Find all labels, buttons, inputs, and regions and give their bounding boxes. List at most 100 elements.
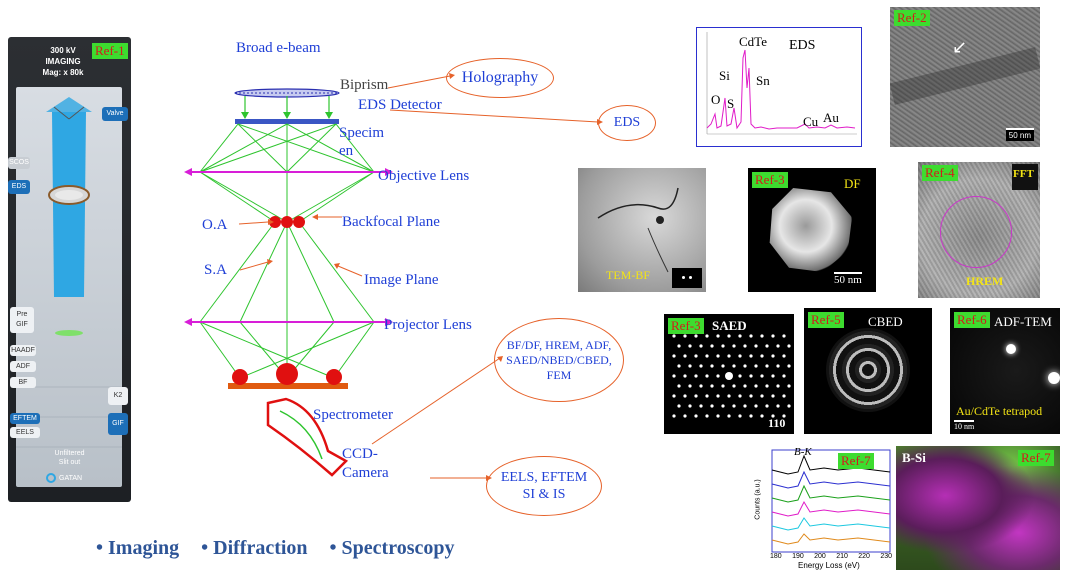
tick-label: 190 bbox=[792, 553, 804, 560]
saed-pattern bbox=[672, 334, 791, 418]
diffraction-spot bbox=[787, 364, 791, 368]
gatan-logo-icon bbox=[46, 473, 56, 483]
peak-label: Cu bbox=[803, 114, 819, 129]
adf-bright-spot bbox=[1048, 372, 1060, 384]
diffraction-spot bbox=[683, 374, 687, 378]
diffraction-spot bbox=[787, 404, 791, 408]
diffraction-spot bbox=[694, 414, 698, 418]
spectrometer-shape bbox=[266, 397, 349, 477]
diffraction-spot bbox=[716, 374, 720, 378]
valve-button[interactable]: Valve bbox=[102, 107, 128, 121]
column-body bbox=[16, 87, 122, 487]
tick-label: 230 bbox=[880, 553, 892, 560]
adf-label: ADF-TEM bbox=[994, 314, 1052, 329]
diffraction-spot bbox=[787, 384, 791, 388]
tem-bf-features bbox=[597, 187, 679, 273]
haadf-button[interactable]: HAADF bbox=[10, 345, 36, 356]
diffraction-spot bbox=[760, 374, 764, 378]
eels-ylabel: Counts (a.u.) bbox=[754, 479, 762, 520]
diffraction-spot bbox=[694, 354, 698, 358]
pre-gif-button[interactable]: Pre GIF bbox=[10, 307, 34, 333]
eds-button[interactable]: EDS bbox=[8, 180, 30, 194]
diffraction-spot bbox=[688, 404, 692, 408]
header-line: Mag: x 80k bbox=[42, 68, 84, 77]
diffraction-spot bbox=[776, 404, 780, 408]
diffraction-spot bbox=[782, 334, 786, 338]
diffraction-spot bbox=[787, 344, 791, 348]
image-plane-label: Image Plane bbox=[364, 272, 439, 288]
diffraction-spot bbox=[705, 394, 709, 398]
diffraction-spot bbox=[705, 414, 709, 418]
k2-button[interactable]: K2 bbox=[108, 387, 128, 405]
diffraction-spot bbox=[776, 344, 780, 348]
eftem-button[interactable]: EFTEM bbox=[10, 413, 40, 424]
gif-label: GIF bbox=[16, 321, 28, 328]
hrem-panel: Ref-4 FFT HREM bbox=[918, 162, 1040, 298]
scos-button[interactable]: SCOS bbox=[8, 157, 30, 169]
tick-label: 210 bbox=[836, 553, 848, 560]
focal-dot bbox=[269, 216, 281, 228]
diffraction-spot bbox=[749, 354, 753, 358]
diffraction-spot bbox=[732, 364, 736, 368]
diffraction-spot bbox=[694, 334, 698, 338]
df-particle bbox=[769, 188, 852, 272]
eds-oval: EDS bbox=[598, 105, 656, 141]
diffraction-spot bbox=[738, 394, 742, 398]
diffraction-spot bbox=[683, 354, 687, 358]
adf-button[interactable]: ADF bbox=[10, 361, 36, 372]
modes-line: SAED/NBED/CBED, bbox=[506, 352, 612, 367]
beam-svg bbox=[16, 97, 122, 448]
peak-label: O bbox=[711, 92, 721, 107]
diffraction-spot bbox=[782, 394, 786, 398]
diffraction-spot bbox=[760, 414, 764, 418]
diffraction-spot bbox=[738, 414, 742, 418]
peak-label: CdTe bbox=[739, 34, 767, 49]
diffraction-spot bbox=[716, 354, 720, 358]
diffraction-spot bbox=[754, 384, 758, 388]
diffraction-spot bbox=[672, 334, 676, 338]
ref-tag: Ref-7 bbox=[1018, 450, 1054, 466]
diffraction-spot bbox=[743, 344, 747, 348]
diffraction-spot bbox=[694, 394, 698, 398]
diffraction-spot bbox=[710, 344, 714, 348]
adf-scale: 10 nm bbox=[954, 420, 975, 431]
diffraction-spot bbox=[672, 394, 676, 398]
diffraction-spot bbox=[683, 394, 687, 398]
tick-label: 200 bbox=[814, 553, 826, 560]
ref-tag: Ref-7 bbox=[838, 453, 874, 469]
diffraction-spot bbox=[732, 404, 736, 408]
ref-tag: Ref-3 bbox=[668, 318, 704, 334]
gif-button[interactable]: GIF bbox=[108, 413, 128, 435]
diffraction-spot bbox=[760, 354, 764, 358]
sa-label: S.A bbox=[204, 262, 227, 278]
screen-spot bbox=[232, 369, 248, 385]
diffraction-spot bbox=[672, 374, 676, 378]
hrem-label: HREM bbox=[966, 274, 1004, 288]
diffraction-spot bbox=[677, 344, 681, 348]
diffraction-spot bbox=[683, 414, 687, 418]
diffraction-spot bbox=[727, 354, 731, 358]
specimen-line: Specim bbox=[339, 125, 384, 141]
diffraction-spot bbox=[677, 404, 681, 408]
bf-button[interactable]: BF bbox=[10, 377, 36, 388]
adf-bright-spot bbox=[1006, 344, 1016, 354]
bsi-label: B-Si bbox=[902, 450, 926, 465]
ref-tag: Ref-2 bbox=[894, 10, 930, 26]
diffraction-spot bbox=[760, 334, 764, 338]
modes-line: BF/DF, HREM, ADF, bbox=[506, 337, 612, 352]
footer-line: Unfiltered bbox=[54, 450, 85, 457]
diffraction-spot bbox=[725, 372, 733, 380]
broad-ebeam-label: Broad e-beam bbox=[236, 40, 321, 56]
diffraction-spot bbox=[771, 334, 775, 338]
tem-bf-label: TEM-BF bbox=[606, 268, 651, 282]
diffraction-spot bbox=[743, 364, 747, 368]
peak-label: Sn bbox=[756, 73, 770, 88]
specimen-line: en bbox=[339, 143, 354, 159]
modes-oval: BF/DF, HREM, ADF, SAED/NBED/CBED, FEM bbox=[494, 318, 624, 402]
tick-label: 220 bbox=[858, 553, 870, 560]
diffraction-spot bbox=[699, 344, 703, 348]
diffraction-spot bbox=[721, 384, 725, 388]
eels-button[interactable]: EELS bbox=[10, 427, 40, 438]
backfocal-label: Backfocal Plane bbox=[342, 214, 440, 230]
cbed-panel: Ref-5 CBED bbox=[804, 308, 932, 434]
